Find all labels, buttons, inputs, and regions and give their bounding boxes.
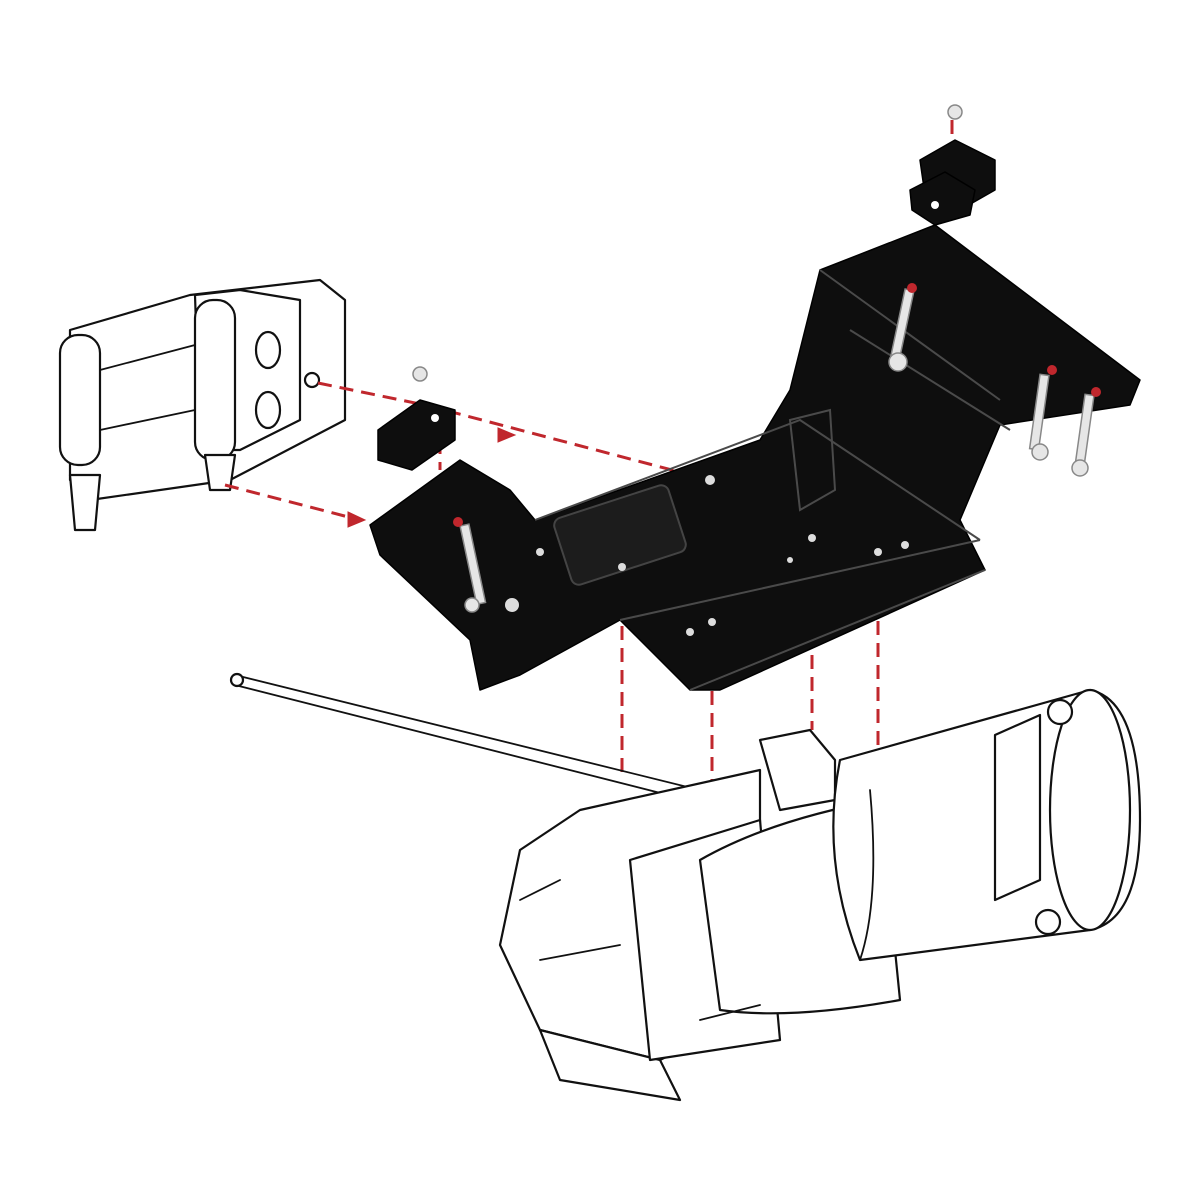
bracket-holes	[505, 475, 909, 636]
bolt	[947, 104, 963, 120]
winch-rod	[234, 674, 741, 813]
bolt	[1028, 365, 1057, 461]
winch-mount-bracket	[369, 224, 1141, 691]
winch	[229, 672, 1142, 1102]
guide-line-lower	[224, 483, 361, 522]
corner-bracket-left	[377, 399, 456, 471]
guide-line-upper	[317, 381, 711, 482]
fairlead	[58, 278, 347, 532]
bolts	[412, 104, 1101, 613]
bolt	[453, 517, 487, 613]
corner-bracket-top	[909, 139, 996, 226]
bolt	[412, 366, 428, 382]
bolt	[888, 283, 917, 372]
arrow-upper	[497, 427, 517, 443]
arrow-lower	[347, 511, 367, 528]
bolt	[1071, 387, 1101, 477]
